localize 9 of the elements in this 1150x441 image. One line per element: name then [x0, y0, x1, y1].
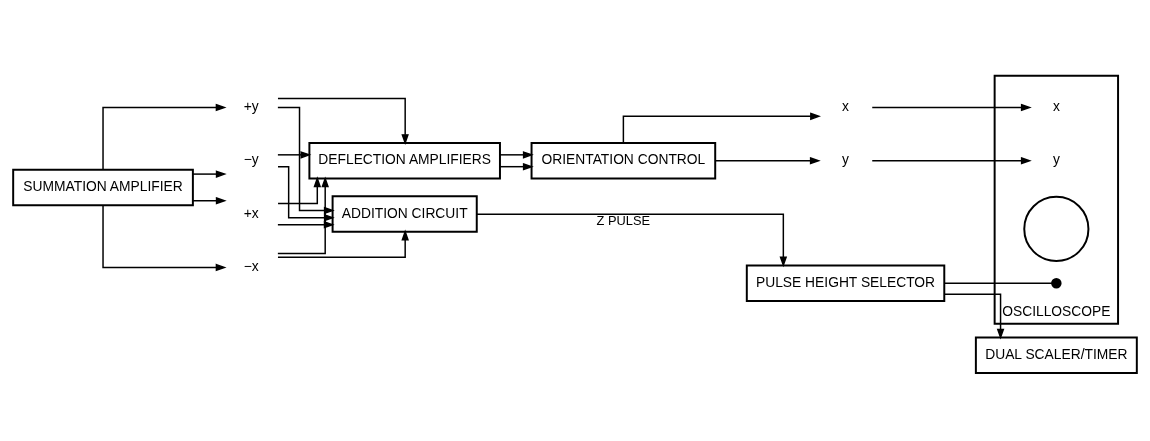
node-text: x: [842, 98, 849, 115]
node-text: −x: [243, 258, 259, 275]
node-text: +x: [243, 204, 259, 221]
edge-label: Z PULSE: [596, 212, 651, 228]
node-text: y: [1052, 151, 1060, 168]
node-text: y: [842, 151, 849, 168]
node-text: +y: [243, 98, 259, 115]
node-text: −y: [243, 151, 259, 168]
node-text: x: [1052, 98, 1060, 115]
